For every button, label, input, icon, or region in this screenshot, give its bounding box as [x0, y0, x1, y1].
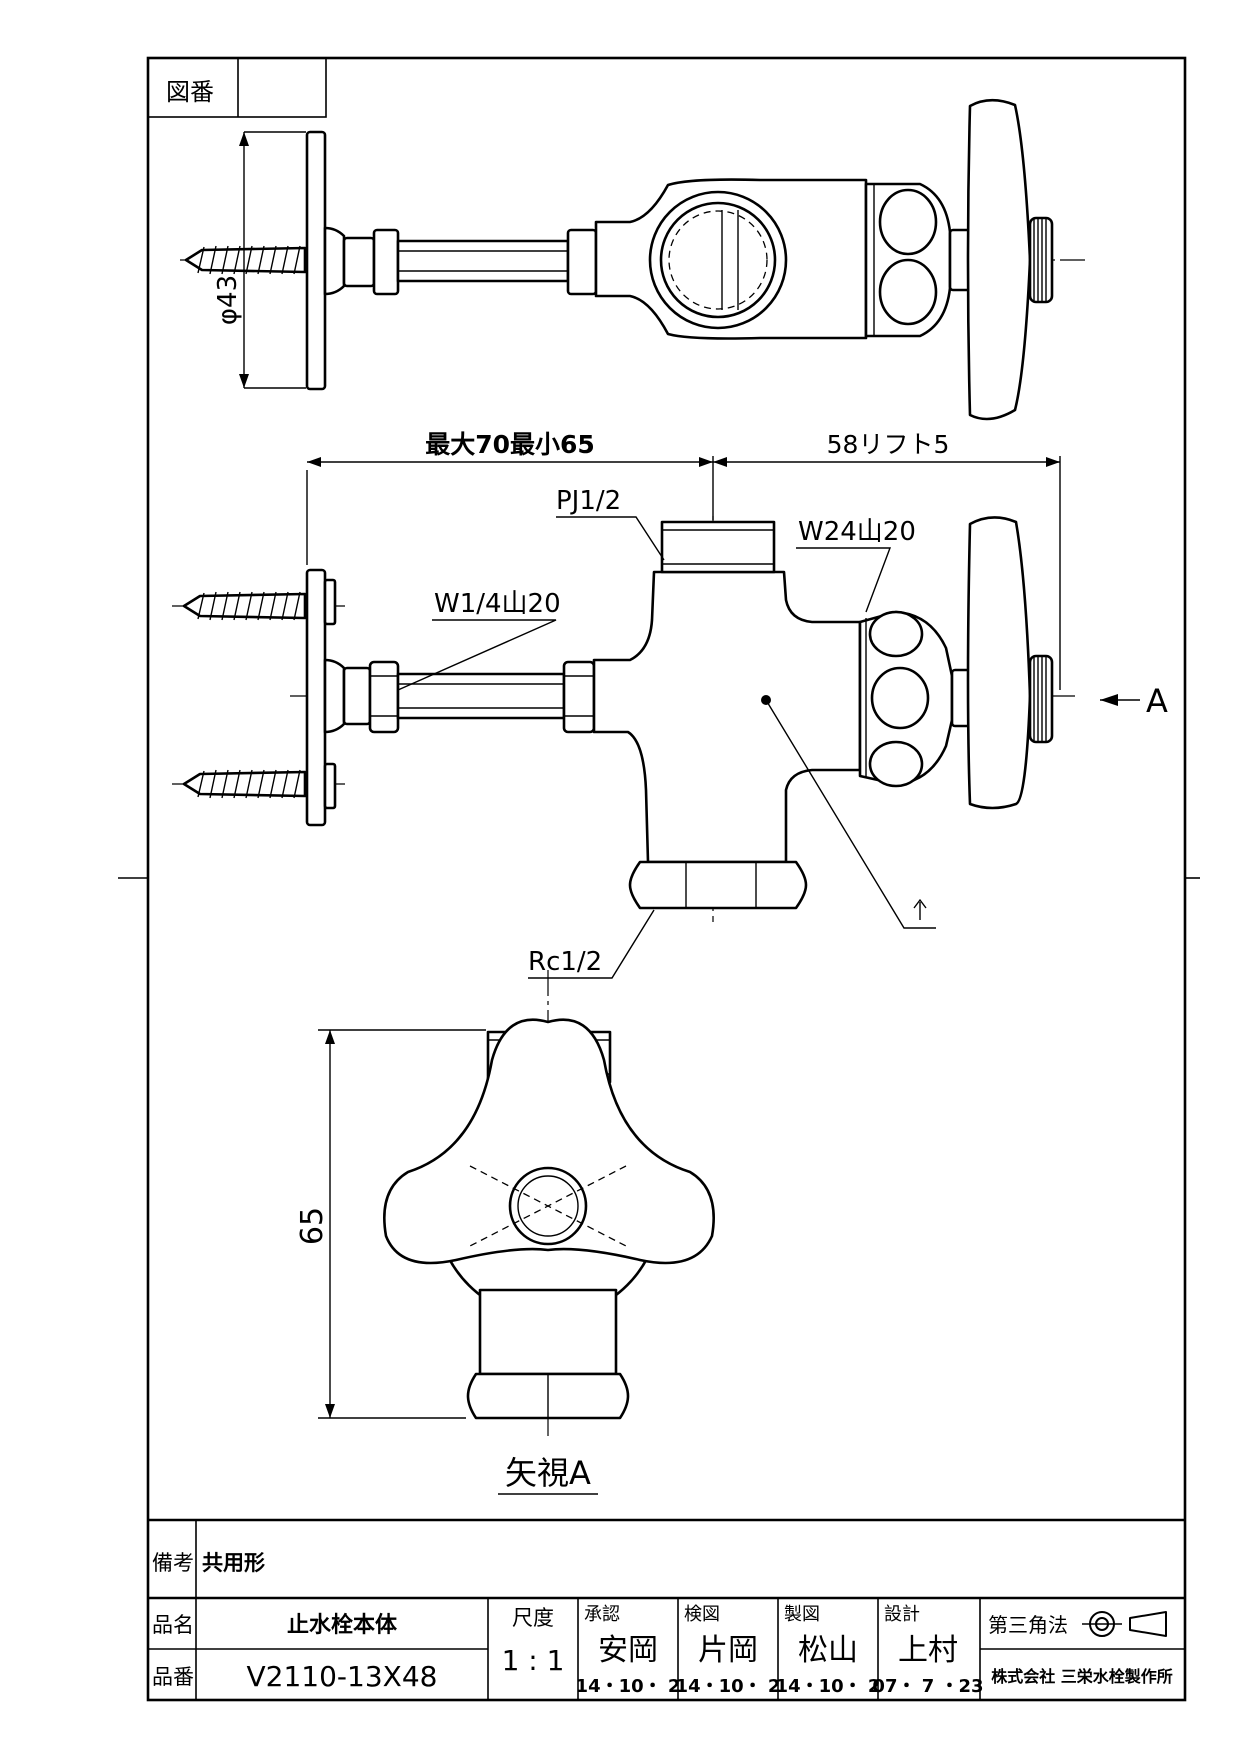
- extension-rod: [396, 239, 570, 283]
- view-arrow-label: A: [1146, 682, 1168, 720]
- scale-value: 1 : 1: [502, 1644, 565, 1677]
- company-name: 株式会社 三栄水栓製作所: [991, 1667, 1173, 1686]
- handle-front: [966, 516, 1032, 810]
- approval-name-2: 片岡: [698, 1633, 758, 1668]
- three-lobe-handle: [383, 1018, 715, 1265]
- wood-screw-upper: [182, 591, 307, 621]
- part-no-label: 品番: [152, 1665, 194, 1689]
- title-block: 備考 共用形 品名 止水栓本体 品番 V2110-13X48 尺度 1 : 1 …: [148, 1518, 1185, 1700]
- dim-right-span: 58リフト5: [827, 430, 950, 459]
- remarks-label: 備考: [152, 1551, 194, 1575]
- label-w24: W24山20: [798, 517, 916, 547]
- approval-date-4: 07・ 7 ・23: [872, 1676, 983, 1697]
- approval-role-1: 承認: [584, 1604, 620, 1625]
- approval-role-2: 検図: [684, 1604, 720, 1625]
- approval-name-4: 上村: [898, 1633, 958, 1668]
- part-no-value: V2110-13X48: [247, 1660, 438, 1693]
- flow-arrow-icon: [913, 898, 927, 920]
- front-view: 最大70最小65 58リフト5 PJ1/2 W24山20 W1/4山20 Rc1…: [172, 430, 1168, 979]
- wood-screw-top: [184, 245, 307, 275]
- approval-role-4: 設計: [884, 1604, 920, 1625]
- nut-left: [372, 228, 400, 296]
- wall-flange: [305, 130, 327, 391]
- drawing-no-label: 図番: [166, 78, 214, 106]
- label-pj12: PJ1/2: [556, 486, 621, 516]
- dim-flange-dia: φ43: [213, 275, 243, 325]
- dim-height-65: 65: [295, 1207, 330, 1245]
- nut-right-front: [562, 660, 596, 734]
- nut-left-front: [368, 660, 400, 734]
- end-view-caption: 矢視A: [505, 1454, 591, 1492]
- label-rc12: Rc1/2: [528, 947, 602, 977]
- third-angle-projection-icon: [1082, 1611, 1167, 1637]
- remarks-value: 共用形: [202, 1551, 265, 1575]
- extension-rod-front: [396, 672, 566, 720]
- label-w14: W1/4山20: [434, 589, 561, 619]
- scale-label: 尺度: [512, 1606, 554, 1630]
- wood-screw-lower: [182, 769, 307, 799]
- handle-top: [966, 98, 1032, 421]
- approval-date-1: 14・10・ 2: [576, 1676, 681, 1697]
- approval-role-3: 製図: [784, 1604, 820, 1625]
- approval-date-2: 14・10・ 2: [676, 1676, 781, 1697]
- name-label: 品名: [152, 1613, 194, 1637]
- approval-name-1: 安岡: [598, 1633, 658, 1668]
- top-view: φ43: [180, 98, 1085, 421]
- bottom-hex-nut: [628, 860, 808, 910]
- valve-body-front: [592, 570, 862, 864]
- nut-right: [566, 228, 598, 296]
- view-arrow-icon: [1100, 694, 1118, 706]
- drawing-frame: [146, 56, 1187, 1702]
- end-view-a: 65 矢視A: [295, 970, 715, 1495]
- approval-date-3: 14・10・ 2: [776, 1676, 881, 1697]
- wall-flange-front: [305, 568, 327, 827]
- drawing-number-box: 図番: [147, 57, 327, 118]
- approval-name-3: 松山: [798, 1633, 858, 1668]
- name-value: 止水栓本体: [287, 1613, 398, 1638]
- projection-label: 第三角法: [988, 1613, 1068, 1637]
- dim-left-span: 最大70最小65: [425, 430, 595, 459]
